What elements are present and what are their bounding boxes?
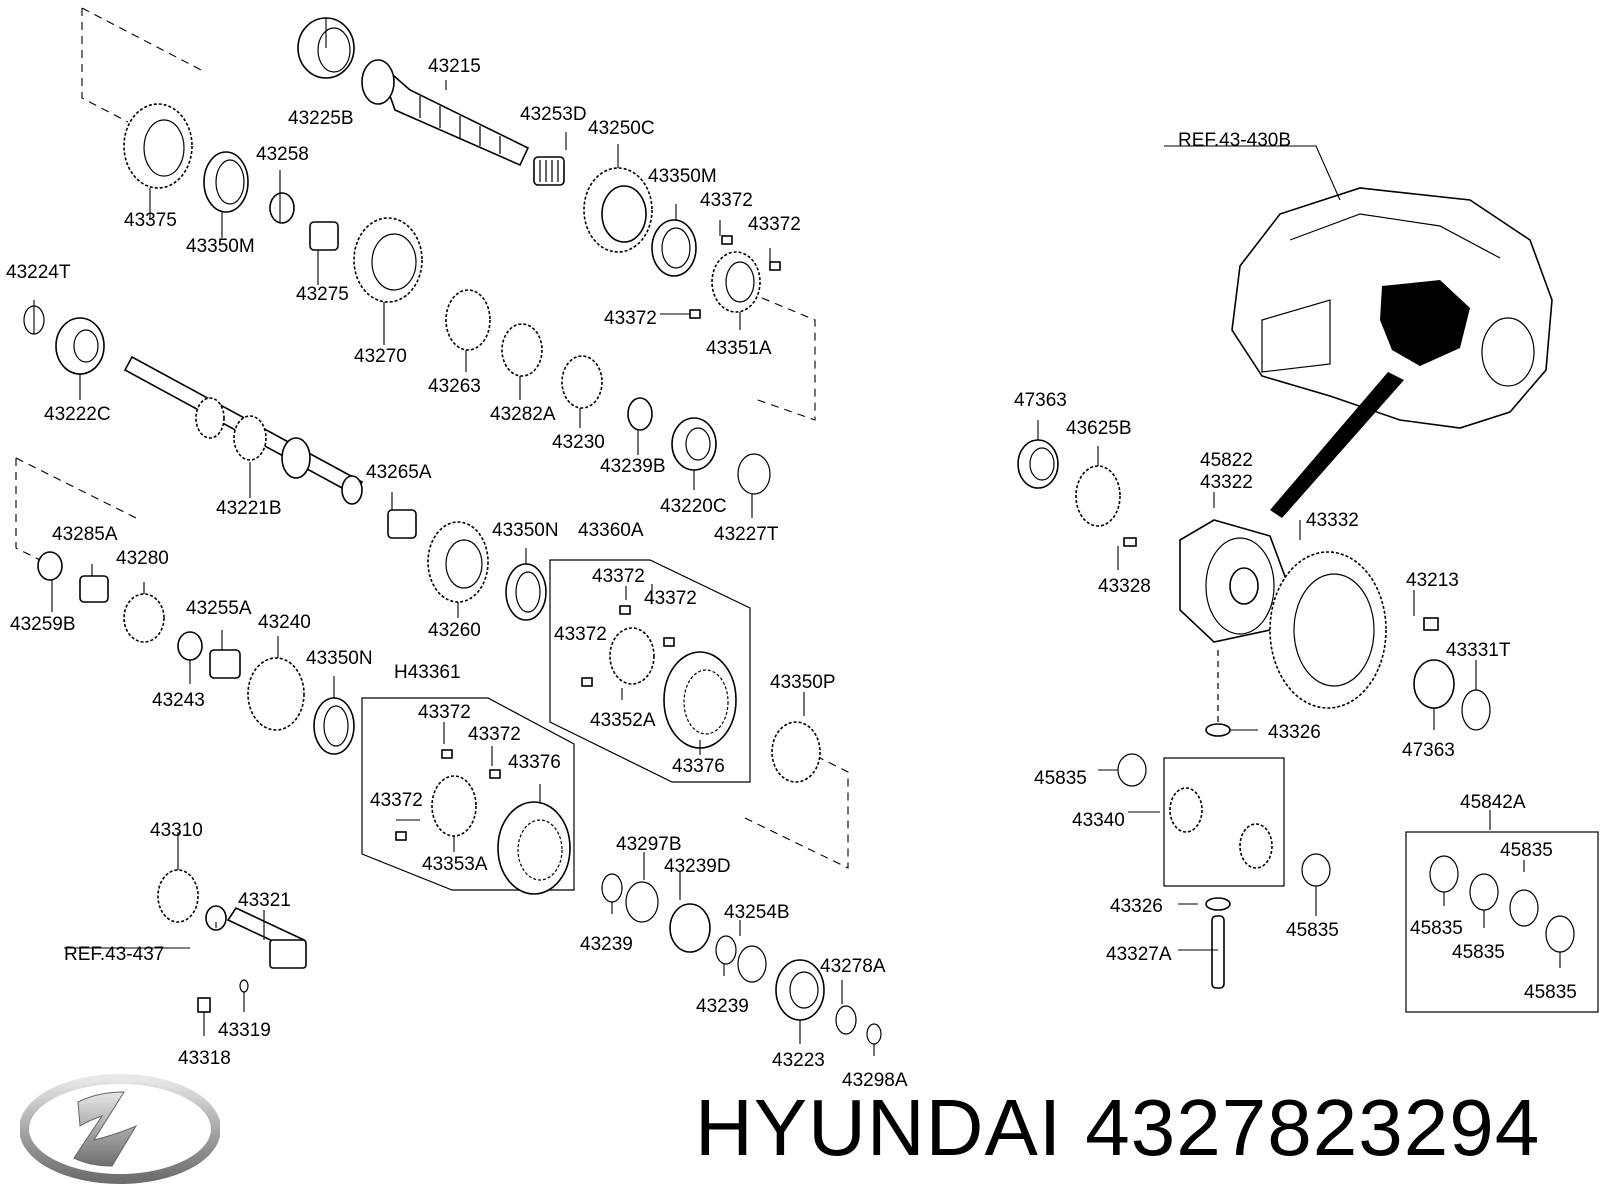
label-43372-5: 43372 <box>644 588 697 609</box>
label-43285a: 43285A <box>52 524 118 545</box>
label-43372-9: 43372 <box>370 790 423 811</box>
label-45835-5: 45835 <box>1452 942 1505 963</box>
label-43376-lower: 43376 <box>508 752 561 773</box>
differential-group <box>1017 439 1599 1013</box>
label-43215: 43215 <box>428 56 481 77</box>
label-43239b: 43239B <box>600 456 666 477</box>
mainshaft-group <box>37 355 547 755</box>
leader-lines <box>33 18 1561 1056</box>
label-47363-lower: 47363 <box>1402 740 1455 761</box>
label-43280: 43280 <box>116 548 169 569</box>
label-43625b: 43625B <box>1066 418 1132 439</box>
label-43353a: 43353A <box>422 854 488 875</box>
transaxle-housing <box>1231 187 1553 518</box>
hyundai-logo-icon <box>20 1074 220 1184</box>
label-45835-3: 45835 <box>1500 840 1553 861</box>
label-43340: 43340 <box>1072 810 1125 831</box>
label-43224t: 43224T <box>6 262 71 283</box>
label-43259b: 43259B <box>10 614 76 635</box>
label-43213: 43213 <box>1406 570 1459 591</box>
label-43240: 43240 <box>258 612 311 633</box>
label-47363-upper: 47363 <box>1014 390 1067 411</box>
label-43326-lower: 43326 <box>1110 896 1163 917</box>
label-43260: 43260 <box>428 620 481 641</box>
label-43352a: 43352A <box>590 710 656 731</box>
label-43350n-lower: 43350N <box>306 648 373 669</box>
label-43372-1: 43372 <box>700 190 753 211</box>
label-45835-2: 45835 <box>1286 920 1339 941</box>
label-45835-4: 45835 <box>1410 918 1463 939</box>
label-43372-4: 43372 <box>592 566 645 587</box>
label-43220c: 43220C <box>660 496 727 517</box>
label-43298a: 43298A <box>842 1070 908 1091</box>
countershaft-group <box>23 17 781 495</box>
brand-part-heading: HYUNDAI 4327823294 <box>695 1088 1540 1168</box>
label-h43361: H43361 <box>394 662 461 683</box>
label-45835-1: 45835 <box>1034 768 1087 789</box>
label-43243: 43243 <box>152 690 205 711</box>
output-bearing-group <box>601 873 882 1045</box>
label-43239-1: 43239 <box>580 934 633 955</box>
label-43332: 43332 <box>1306 510 1359 531</box>
label-43255a: 43255A <box>186 598 252 619</box>
label-43372-7: 43372 <box>418 702 471 723</box>
label-43350p: 43350P <box>770 672 836 693</box>
label-45842a: 45842A <box>1460 792 1526 813</box>
label-43328: 43328 <box>1098 576 1151 597</box>
label-43331t: 43331T <box>1446 640 1511 661</box>
brand-name: HYUNDAI <box>695 1083 1063 1172</box>
label-43253d: 43253D <box>520 104 587 125</box>
ref-transaxle: REF.43-430B <box>1178 130 1291 151</box>
part-number: 4327823294 <box>1085 1083 1541 1172</box>
label-43221b: 43221B <box>216 498 282 519</box>
label-43258: 43258 <box>256 144 309 165</box>
label-43375: 43375 <box>124 210 177 231</box>
label-43227t: 43227T <box>714 524 779 545</box>
ref-shift: REF.43-437 <box>64 944 164 965</box>
label-43239-2: 43239 <box>696 996 749 1017</box>
label-43278a: 43278A <box>820 956 886 977</box>
part-labels: 43215 43225B 43253D 43250C 43375 43258 4… <box>6 56 1577 1091</box>
label-43282a: 43282A <box>490 404 556 425</box>
label-43350n-upper: 43350N <box>492 520 559 541</box>
label-43351a: 43351A <box>706 338 772 359</box>
reverse-idler-group <box>157 869 307 1013</box>
label-43321: 43321 <box>238 890 291 911</box>
label-43376-upper: 43376 <box>672 756 725 777</box>
label-43275: 43275 <box>296 284 349 305</box>
label-43223: 43223 <box>772 1050 825 1071</box>
label-43250c: 43250C <box>588 118 655 139</box>
label-43270: 43270 <box>354 346 407 367</box>
label-43310: 43310 <box>150 820 203 841</box>
label-43350m-right: 43350M <box>648 166 717 187</box>
synchro-box-upper <box>549 559 751 783</box>
label-45835-6: 45835 <box>1524 982 1577 1003</box>
label-43372-6: 43372 <box>554 624 607 645</box>
ring-43350p <box>771 721 821 783</box>
label-43350m-left: 43350M <box>186 236 255 257</box>
synchro-box-lower <box>361 697 575 895</box>
label-43372-8: 43372 <box>468 724 521 745</box>
label-43222c: 43222C <box>44 404 111 425</box>
label-43360a: 43360A <box>578 520 644 541</box>
label-43265a: 43265A <box>366 462 432 483</box>
label-45822: 45822 <box>1200 450 1253 471</box>
label-43263: 43263 <box>428 376 481 397</box>
label-43322: 43322 <box>1200 472 1253 493</box>
label-43372-3: 43372 <box>604 308 657 329</box>
label-43297b: 43297B <box>616 834 682 855</box>
label-43225b: 43225B <box>288 108 354 129</box>
label-43327a: 43327A <box>1106 944 1172 965</box>
dashed-guides <box>15 7 849 869</box>
label-43372-2: 43372 <box>748 214 801 235</box>
label-43239d: 43239D <box>664 856 731 877</box>
label-43319: 43319 <box>218 1020 271 1041</box>
label-43326-upper: 43326 <box>1268 722 1321 743</box>
label-43318: 43318 <box>178 1048 231 1069</box>
label-43230: 43230 <box>552 432 605 453</box>
label-43254b: 43254B <box>724 902 790 923</box>
